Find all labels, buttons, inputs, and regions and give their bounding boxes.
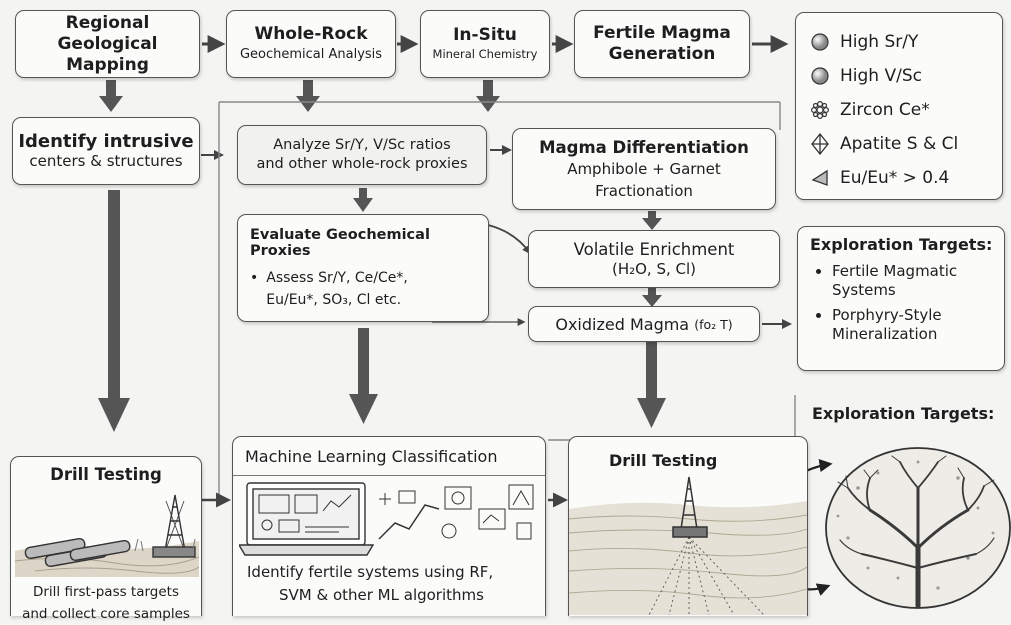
legend-row-apatite: Apatite S & Cl bbox=[810, 127, 1002, 161]
fertile-title-line2: Generation bbox=[608, 44, 716, 64]
legend-label: Apatite S & Cl bbox=[840, 134, 959, 154]
fertile-magma-box: Fertile Magma Generation bbox=[574, 10, 750, 78]
oxidized-main: Oxidized Magma bbox=[555, 314, 695, 334]
bullet-dot: • bbox=[250, 270, 259, 286]
drill-testing-right-box: Drill Testing bbox=[568, 436, 808, 616]
arrow-volatile-to-oxidized bbox=[642, 288, 662, 307]
evaluate-proxies-box: Evaluate Geochemical Proxies • Assess Sr… bbox=[237, 214, 489, 322]
regional-title-line2: Geological Mapping bbox=[57, 33, 158, 75]
indicator-legend: High Sr/Y High V/Sc Zircon Ce* Apatite S… bbox=[795, 12, 1003, 200]
analyze-line1: Analyze Sr/Y, V/Sc ratios bbox=[273, 137, 451, 153]
volatile-enrichment-box: Volatile Enrichment (H₂O, S, Cl) bbox=[528, 230, 780, 288]
in-situ-subtitle: Mineral Chemistry bbox=[432, 47, 538, 61]
whole-rock-title: Whole-Rock bbox=[254, 24, 368, 44]
volatile-title: Volatile Enrichment bbox=[573, 240, 735, 259]
apatite-icon bbox=[811, 133, 829, 155]
in-situ-box: In-Situ Mineral Chemistry bbox=[420, 10, 550, 78]
arrow-evaluate-to-volatile bbox=[487, 224, 532, 255]
whole-rock-box: Whole-Rock Geochemical Analysis bbox=[226, 10, 396, 78]
legend-row-v-sc: High V/Sc bbox=[810, 59, 1002, 93]
ml-header: Machine Learning Classification bbox=[233, 437, 545, 476]
differentiation-line1: Amphibole + Garnet bbox=[567, 159, 721, 178]
volatile-sub: (H₂O, S, Cl) bbox=[611, 260, 697, 278]
legend-label: Eu/Eu* > 0.4 bbox=[840, 168, 950, 188]
exploration-targets-title-2: Exploration Targets: bbox=[812, 404, 995, 423]
laptop-ml-sketch bbox=[239, 482, 534, 556]
arrow-differentiation-to-volatile bbox=[642, 211, 662, 230]
magma-differentiation-box: Magma Differentiation Amphibole + Garnet… bbox=[512, 128, 776, 210]
differentiation-title: Magma Differentiation bbox=[539, 137, 749, 157]
legend-row-eu: Eu/Eu* > 0.4 bbox=[810, 161, 1002, 195]
drill-testing-left-box: Drill Testing Drill first-pass targets a… bbox=[10, 456, 202, 622]
regional-title-line1: Regional bbox=[65, 12, 150, 33]
drill-rig-sketch bbox=[15, 494, 199, 577]
fertile-title-line1: Fertile Magma bbox=[593, 23, 731, 43]
legend-row-zircon: Zircon Ce* bbox=[810, 93, 1002, 127]
exploration-targets-box: Exploration Targets: Fertile MagmaticSys… bbox=[797, 226, 1005, 371]
drill-right-title: Drill Testing bbox=[609, 451, 718, 470]
sphere-icon bbox=[811, 33, 829, 51]
arrow-analyze-to-evaluate bbox=[353, 188, 373, 212]
identify-title: Identify intrusive bbox=[18, 131, 194, 152]
ml-classification-box: Machine Learning Classification Identify… bbox=[232, 436, 546, 616]
regional-mapping-box: Regional Geological Mapping bbox=[15, 10, 200, 78]
identify-subtitle: centers & structures bbox=[29, 152, 183, 170]
differentiation-line2: Fractionation bbox=[595, 181, 693, 200]
ml-caption: Identify fertile systems using RF, SVM &… bbox=[247, 563, 494, 604]
evaluate-bullet-line2: Eu/Eu*, SO₃, Cl etc. bbox=[266, 292, 402, 308]
analyze-ratios-box: Analyze Sr/Y, V/Sc ratios and other whol… bbox=[237, 125, 487, 185]
whole-rock-subtitle: Geochemical Analysis bbox=[239, 47, 383, 62]
zircon-icon bbox=[810, 100, 830, 120]
legend-label: High Sr/Y bbox=[840, 32, 919, 52]
arrow-wholerock-down bbox=[296, 80, 320, 112]
legend-row-sr-y: High Sr/Y bbox=[810, 25, 1002, 59]
targets-title: Exploration Targets: bbox=[810, 235, 993, 254]
legend-label: Zircon Ce* bbox=[840, 100, 930, 120]
oxidized-sub: (fo₂ T) bbox=[694, 316, 733, 332]
evaluate-title: Evaluate Geochemical Proxies bbox=[250, 227, 430, 259]
arrow-identify-to-drill bbox=[98, 190, 130, 432]
triangle-icon bbox=[811, 169, 828, 186]
sphere-icon bbox=[811, 67, 829, 85]
ml-title: Machine Learning Classification bbox=[245, 446, 498, 466]
oxidized-magma-box: Oxidized Magma (fo₂ T) bbox=[528, 306, 760, 342]
arrow-insitu-down bbox=[476, 80, 500, 112]
drill-left-caption: Drill first-pass targets and collect cor… bbox=[22, 584, 190, 622]
identify-intrusive-box: Identify intrusive centers & structures bbox=[12, 117, 200, 185]
evaluate-bullet: • Assess Sr/Y, Ce/Ce*, Eu/Eu*, SO₃, Cl e… bbox=[250, 267, 478, 311]
fertile-system-tree-sketch bbox=[808, 447, 1011, 609]
analyze-line2: and other whole-rock proxies bbox=[256, 156, 468, 172]
arrow-regional-down bbox=[99, 80, 123, 112]
legend-label: High V/Sc bbox=[840, 66, 922, 86]
drill-site-sketch bbox=[569, 476, 807, 615]
arrow-oxidized-to-drill bbox=[637, 340, 666, 428]
drill-left-title: Drill Testing bbox=[50, 465, 162, 484]
arrow-evaluate-to-ml bbox=[349, 328, 378, 424]
evaluate-bullet-line1: Assess Sr/Y, Ce/Ce*, bbox=[266, 270, 408, 286]
in-situ-title: In-Situ bbox=[453, 25, 517, 45]
